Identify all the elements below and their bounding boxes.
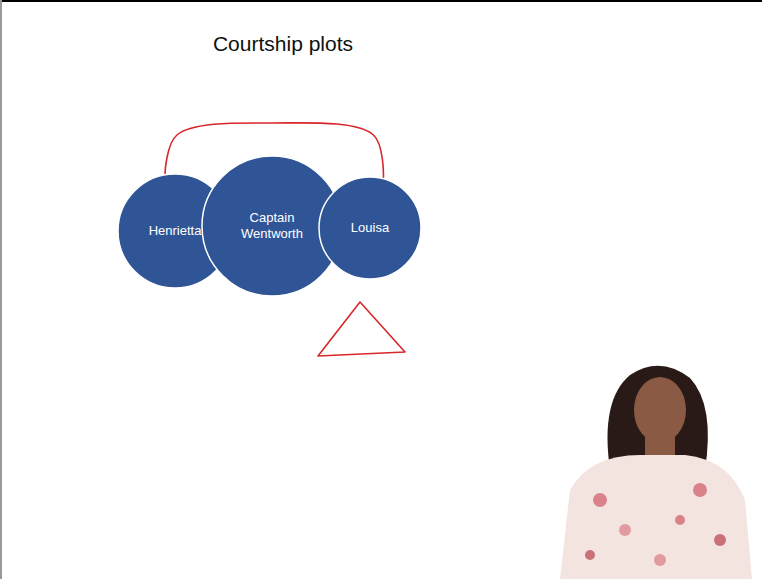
lecturer-figure (560, 366, 752, 579)
slide-title: Courtship plots (213, 32, 353, 56)
annotation-triangle (318, 302, 405, 356)
character-name: Captain Wentworth (230, 210, 314, 241)
slide-border (0, 0, 762, 2)
character-name: Louisa (351, 220, 389, 236)
slide-border (0, 0, 2, 579)
character-circle: Louisa (318, 176, 422, 280)
character-name: Henrietta (149, 223, 202, 239)
